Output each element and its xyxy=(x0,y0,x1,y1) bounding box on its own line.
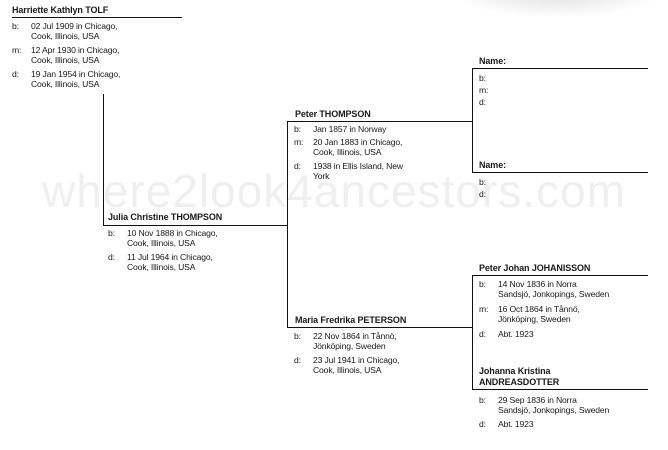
event-label: d: xyxy=(479,329,486,339)
event-label: b: xyxy=(294,124,301,134)
underline-peter-johan xyxy=(472,275,648,276)
event-line: Sandsjö, Jonkopings, Sweden xyxy=(498,405,610,415)
event-line: 29 Sep 1836 in Norra xyxy=(498,395,577,405)
person-name-harriette: Harriette Kathlyn TOLF xyxy=(12,5,109,15)
event-line: 11 Jul 1964 in Chicago, xyxy=(127,252,213,262)
event-label: b: xyxy=(479,279,486,289)
event-line: Abt. 1923 xyxy=(498,419,534,429)
person-name-peter-thompson: Peter THOMPSON xyxy=(295,109,371,119)
line-maria-parents xyxy=(472,275,473,390)
event-label: d: xyxy=(294,161,301,171)
underline-name-12 xyxy=(472,68,648,69)
event-label: m: xyxy=(479,85,489,95)
event-line: Jan 1857 in Norway xyxy=(313,124,387,134)
event-label: d: xyxy=(12,69,19,79)
person-name-johanna-line1: Johanna Kristina xyxy=(479,366,551,376)
event-label: b: xyxy=(479,73,486,83)
event-line: Sandsjö, Jonkopings, Sweden xyxy=(498,289,610,299)
event-line: Cook, Illinois, USA xyxy=(313,147,382,157)
event-line: Jönköping, Sweden xyxy=(313,341,386,351)
person-name-maria: Maria Fredrika PETERSON xyxy=(295,315,407,325)
event-line: 10 Nov 1888 in Chicago, xyxy=(127,228,218,238)
event-line: Cook, Illinois, USA xyxy=(31,79,100,89)
event-label: d: xyxy=(479,97,486,107)
event-line: 23 Jul 1941 in Chicago, xyxy=(313,355,400,365)
event-line: Cook, Illinois, USA xyxy=(127,262,196,272)
underline-peter-thompson xyxy=(287,121,473,122)
event-label: b: xyxy=(479,395,486,405)
line-harriette-to-julia xyxy=(103,94,104,226)
event-line: York xyxy=(313,171,330,181)
person-name-johanna-line2: ANDREASDOTTER xyxy=(479,377,560,387)
event-line: 19 Jan 1954 in Chicago, xyxy=(31,69,121,79)
person-name-unknown-13: Name: xyxy=(479,160,507,170)
event-line: Cook, Illinois, USA xyxy=(31,31,100,41)
event-label: m: xyxy=(479,304,489,314)
event-label: d: xyxy=(294,355,301,365)
event-line: Cook, Illinois, USA xyxy=(31,55,100,65)
event-line: 20 Jan 1883 in Chicago, xyxy=(313,137,403,147)
event-label: b: xyxy=(294,331,301,341)
event-line: Jönköping, Sweden xyxy=(498,314,571,324)
event-label: d: xyxy=(479,419,486,429)
line-julia-parents xyxy=(287,121,288,328)
event-label: m: xyxy=(294,137,304,147)
underline-maria xyxy=(287,327,473,328)
event-label: b: xyxy=(12,21,19,31)
scan-shadow xyxy=(452,0,662,18)
underline-name-13 xyxy=(472,172,648,173)
person-name-julia: Julia Christine THOMPSON xyxy=(108,212,223,222)
event-label: b: xyxy=(479,177,486,187)
event-line: 22 Nov 1864 in Tånnö, xyxy=(313,331,397,341)
event-line: 12 Apr 1930 in Chicago, xyxy=(31,45,120,55)
person-name-unknown-12: Name: xyxy=(479,56,507,66)
event-label: d: xyxy=(479,189,486,199)
underline-julia xyxy=(103,225,288,226)
event-line: 1938 in Ellis Island, New xyxy=(313,161,403,171)
underline-johanna xyxy=(472,389,648,390)
event-line: Abt. 1923 xyxy=(498,329,534,339)
event-line: 02 Jul 1909 in Chicago, xyxy=(31,21,118,31)
event-line: 16 Oct 1864 in Tånnö, xyxy=(498,304,580,314)
event-label: d: xyxy=(108,252,115,262)
event-label: b: xyxy=(108,228,115,238)
event-line: Cook, Illinois, USA xyxy=(127,238,196,248)
underline-harriette xyxy=(12,17,182,18)
event-label: m: xyxy=(12,45,22,55)
event-line: Cook, Illinois, USA xyxy=(313,365,382,375)
person-name-peter-johan: Peter Johan JOHANISSON xyxy=(479,263,591,273)
event-line: 14 Nov 1836 in Norra xyxy=(498,279,577,289)
line-peter-thompson-parents xyxy=(472,68,473,173)
